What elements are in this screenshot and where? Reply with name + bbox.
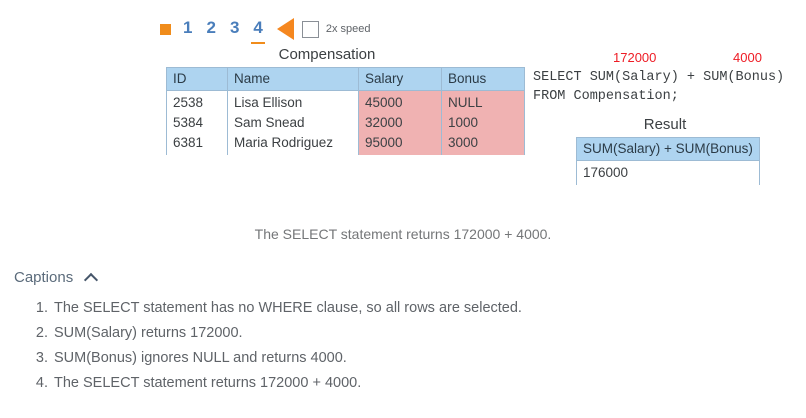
cell-bonus: 3000 xyxy=(441,132,525,155)
play-arrow-icon[interactable] xyxy=(276,18,294,40)
cell-salary: 95000 xyxy=(358,132,442,155)
chevron-up-icon[interactable] xyxy=(86,272,97,283)
sql-line-2: FROM Compensation; xyxy=(533,88,679,104)
result-value-cell: 176000 xyxy=(576,160,760,185)
result-header-row: SUM(Salary) + SUM(Bonus) xyxy=(576,137,760,161)
speed-checkbox[interactable] xyxy=(301,20,319,38)
result-table-title: Result xyxy=(643,116,687,133)
table-row: 6381 Maria Rodriguez 95000 3000 xyxy=(166,132,525,155)
animation-controls: 1 2 3 4 2x speed xyxy=(160,16,371,44)
step-button-1[interactable]: 1 xyxy=(183,18,193,37)
cell-salary: 45000 xyxy=(358,90,442,113)
list-item: SUM(Salary) returns 172000. xyxy=(52,321,522,346)
column-header-bonus: Bonus xyxy=(441,67,525,91)
annotation-sum-bonus: 4000 xyxy=(733,50,762,65)
list-item: The SELECT statement returns 172000 + 40… xyxy=(52,371,522,396)
step-button-4[interactable]: 4 xyxy=(251,18,266,44)
cell-bonus: 1000 xyxy=(441,112,525,133)
cell-id: 6381 xyxy=(166,132,228,155)
list-item: The SELECT statement has no WHERE clause… xyxy=(52,296,522,321)
result-table: SUM(Salary) + SUM(Bonus) 176000 xyxy=(576,137,760,185)
narration-text: The SELECT statement returns 172000 + 40… xyxy=(254,226,552,242)
compensation-table: ID Name Salary Bonus 2538 Lisa Ellison 4… xyxy=(166,67,525,155)
cell-name: Sam Snead xyxy=(227,112,359,133)
column-header-id: ID xyxy=(166,67,228,91)
speed-label: 2x speed xyxy=(325,23,371,35)
column-header-name: Name xyxy=(227,67,359,91)
sql-line-1: SELECT SUM(Salary) + SUM(Bonus) xyxy=(533,70,785,85)
table-row: 2538 Lisa Ellison 45000 NULL xyxy=(166,90,525,113)
result-row: 176000 xyxy=(576,160,760,185)
list-item: SUM(Bonus) ignores NULL and returns 4000… xyxy=(52,346,522,371)
captions-toggle[interactable]: Captions xyxy=(14,269,97,286)
table-header-row: ID Name Salary Bonus xyxy=(166,67,525,91)
column-header-salary: Salary xyxy=(358,67,442,91)
cell-id: 2538 xyxy=(166,90,228,113)
step-button-3[interactable]: 3 xyxy=(229,18,240,37)
annotation-sum-salary: 172000 xyxy=(613,50,657,65)
step-button-2[interactable]: 2 xyxy=(206,18,216,37)
result-column-header: SUM(Salary) + SUM(Bonus) xyxy=(576,137,760,161)
compensation-table-title: Compensation xyxy=(278,46,376,63)
cell-name: Lisa Ellison xyxy=(227,90,359,113)
table-row: 5384 Sam Snead 32000 1000 xyxy=(166,112,525,133)
captions-list: The SELECT statement has no WHERE clause… xyxy=(30,296,522,396)
stop-square-icon[interactable] xyxy=(160,23,171,35)
cell-name: Maria Rodriguez xyxy=(227,132,359,155)
cell-bonus: NULL xyxy=(441,90,525,113)
sql-query-block: SELECT SUM(Salary) + SUM(Bonus) FROM Com… xyxy=(533,69,784,106)
captions-title: Captions xyxy=(14,269,74,286)
cell-salary: 32000 xyxy=(358,112,442,133)
cell-id: 5384 xyxy=(166,112,228,133)
